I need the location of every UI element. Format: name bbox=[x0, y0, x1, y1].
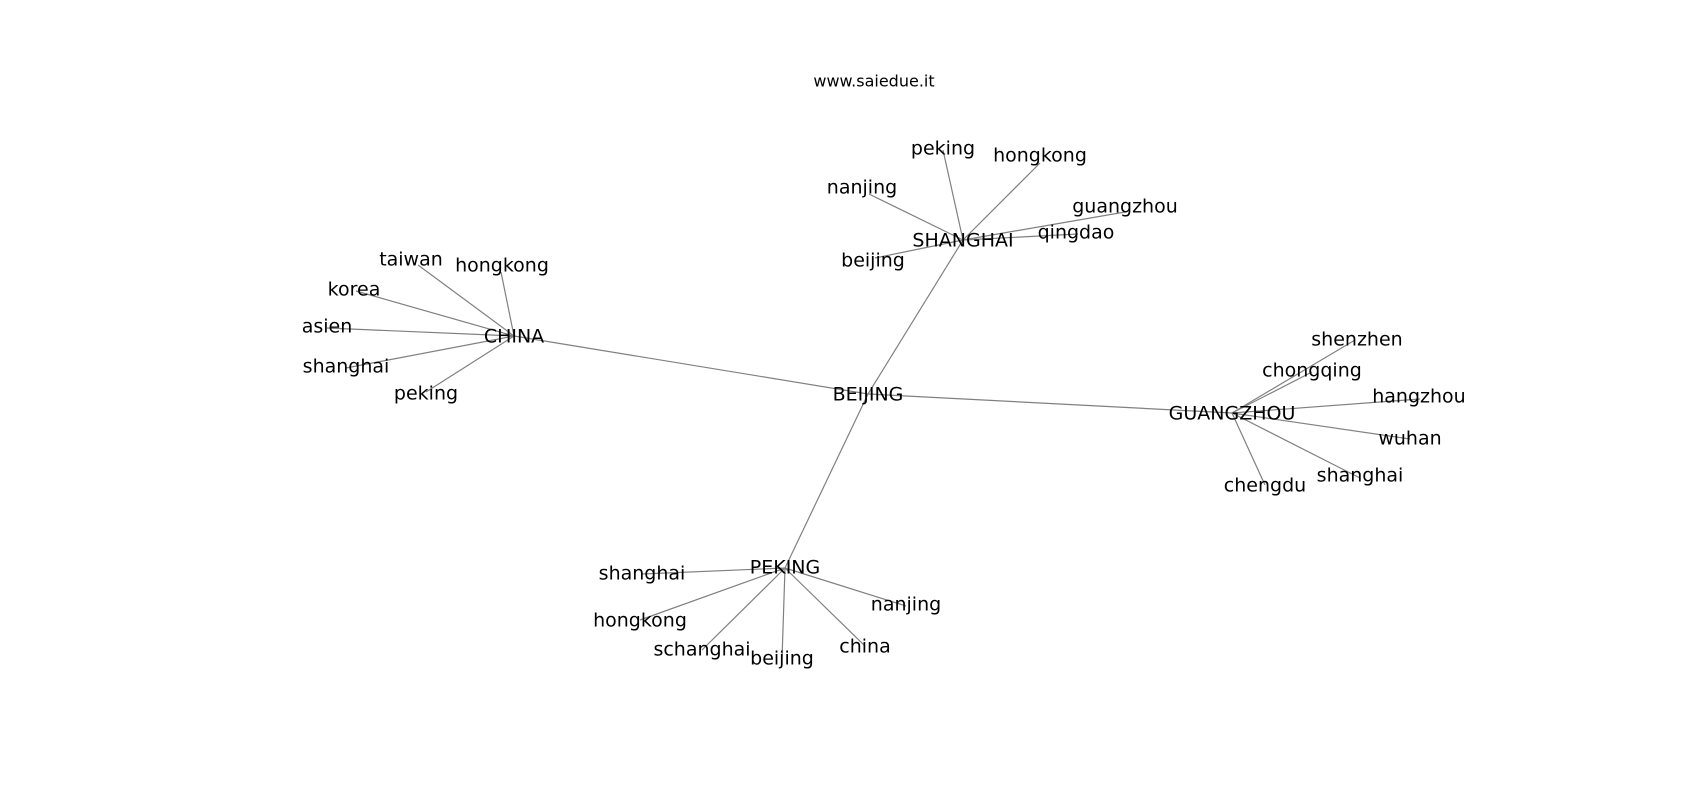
node-leaf-taiwan: taiwan bbox=[379, 249, 443, 271]
edge-china-shanghai bbox=[345, 335, 515, 369]
node-leaf-hongkong: hongkong bbox=[455, 255, 549, 277]
edge-peking-nanjing bbox=[784, 567, 907, 607]
node-leaf-peking: peking bbox=[911, 138, 975, 160]
node-hub-peking: PEKING bbox=[750, 557, 820, 579]
edge-guangzhou-chongqing bbox=[1231, 371, 1313, 414]
node-leaf-qingdao: qingdao bbox=[1038, 222, 1115, 244]
edge-root-shanghai bbox=[867, 239, 964, 395]
edge-peking-schanghai bbox=[701, 567, 786, 651]
node-hub-shanghai: SHANGHAI bbox=[912, 230, 1013, 252]
node-hub-guangzhou: GUANGZHOU bbox=[1169, 403, 1296, 425]
edge-shanghai-hongkong bbox=[962, 162, 1041, 241]
node-leaf-shenzhen: shenzhen bbox=[1311, 329, 1402, 351]
node-leaf-chongqing: chongqing bbox=[1262, 360, 1362, 382]
node-leaf-beijing: beijing bbox=[841, 250, 905, 272]
edge-shanghai-qingdao bbox=[962, 233, 1079, 241]
edge-shanghai-guangzhou bbox=[962, 211, 1126, 241]
node-leaf-wuhan: wuhan bbox=[1378, 428, 1441, 450]
edge-china-peking bbox=[425, 335, 515, 393]
node-leaf-chengdu: chengdu bbox=[1224, 475, 1306, 497]
node-leaf-asien: asien bbox=[302, 316, 353, 338]
node-root: BEIJING bbox=[833, 384, 904, 406]
edge-guangzhou-chengdu bbox=[1231, 412, 1266, 486]
node-hub-china: CHINA bbox=[484, 326, 544, 348]
node-leaf-guangzhou: guangzhou bbox=[1072, 196, 1178, 218]
edge-guangzhou-wuhan bbox=[1231, 412, 1411, 440]
edge-peking-shanghai bbox=[641, 567, 786, 575]
node-leaf-nanjing: nanjing bbox=[827, 177, 897, 199]
page-title: www.saiedue.it bbox=[813, 72, 934, 91]
edge-peking-beijing bbox=[781, 567, 786, 660]
node-leaf-hongkong: hongkong bbox=[593, 610, 687, 632]
edge-guangzhou-shanghai bbox=[1231, 412, 1361, 479]
edge-china-asien bbox=[326, 327, 515, 337]
edge-root-peking bbox=[784, 393, 869, 569]
node-leaf-shanghai: shanghai bbox=[599, 563, 686, 585]
node-leaf-hongkong: hongkong bbox=[993, 145, 1087, 167]
node-leaf-shanghai: shanghai bbox=[1317, 465, 1404, 487]
node-leaf-korea: korea bbox=[328, 279, 381, 301]
edge-guangzhou-shenzhen bbox=[1231, 339, 1356, 414]
edge-shanghai-beijing bbox=[874, 239, 964, 259]
edge-peking-china bbox=[784, 567, 866, 647]
edge-china-korea bbox=[355, 290, 515, 337]
edge-guangzhou-hangzhou bbox=[1231, 398, 1421, 414]
edge-china-hongkong bbox=[500, 271, 515, 337]
edge-shanghai-peking bbox=[942, 149, 964, 241]
node-leaf-hangzhou: hangzhou bbox=[1372, 386, 1465, 408]
edge-root-guangzhou bbox=[867, 393, 1233, 414]
node-leaf-shanghai: shanghai bbox=[303, 356, 390, 378]
edge-layer bbox=[326, 149, 1421, 660]
edge-china-taiwan bbox=[417, 264, 515, 337]
edge-peking-hongkong bbox=[639, 567, 786, 621]
node-leaf-peking: peking bbox=[394, 383, 458, 405]
node-leaf-beijing: beijing bbox=[750, 648, 814, 670]
node-leaf-china: china bbox=[839, 636, 890, 658]
edge-shanghai-nanjing bbox=[868, 193, 964, 241]
node-leaf-nanjing: nanjing bbox=[871, 594, 941, 616]
node-leaf-schanghai: schanghai bbox=[653, 639, 750, 661]
edge-root-china bbox=[513, 335, 869, 395]
label-layer: BEIJING SHANGHAI peking hongkong nanjing guan… bbox=[302, 138, 1466, 670]
